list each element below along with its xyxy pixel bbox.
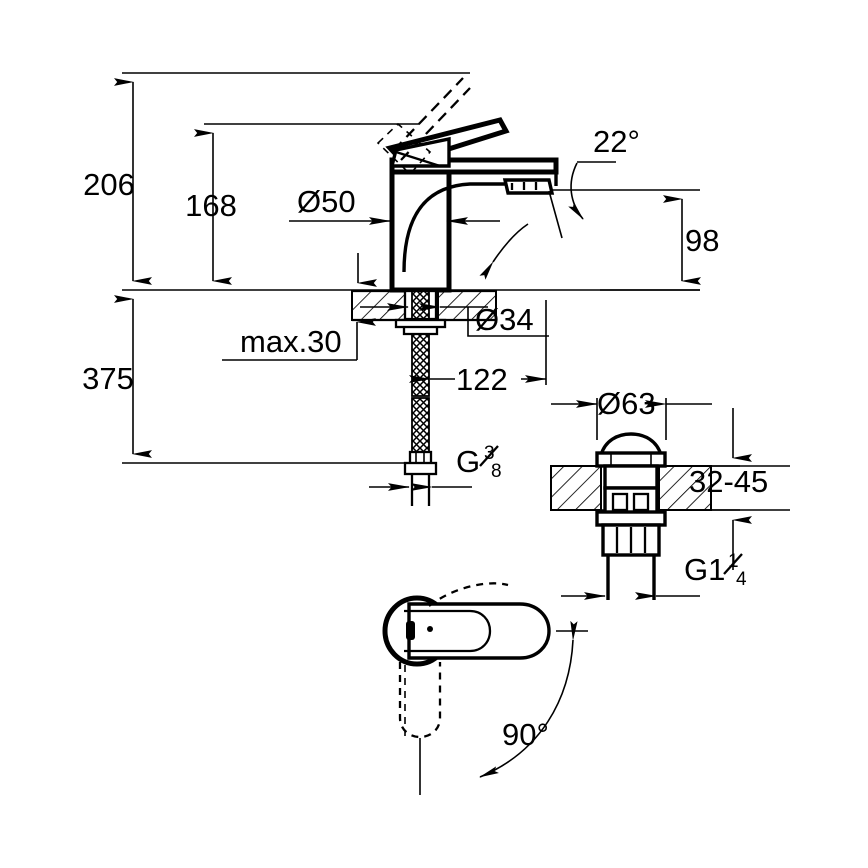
dimension-375-label: 375: [82, 361, 134, 396]
dimension-98-label: 98: [685, 223, 719, 258]
dimension-122: 122: [409, 300, 547, 397]
dimension-375: 375: [82, 295, 152, 458]
dimension-g114-label: G1: [684, 552, 725, 587]
plan-spout-down-ghost: [398, 662, 442, 739]
dimension-d50-label: Ø50: [297, 184, 356, 219]
dimension-d63-label: Ø63: [597, 386, 656, 421]
dimension-g38-denominator: 8: [491, 461, 502, 482]
flexible-supply-hose: [403, 333, 438, 506]
faucet-body: [389, 163, 452, 293]
dimension-206-label: 206: [83, 167, 135, 202]
dimension-g114: G1 1 4: [561, 551, 747, 600]
dimension-32-45: 32-45: [689, 408, 790, 570]
dimension-d34-label: Ø34: [475, 302, 534, 337]
dimension-168: 168: [185, 129, 237, 285]
dimension-max30: max.30: [222, 318, 376, 361]
lever-handle: [376, 77, 510, 176]
dimension-g114-denominator: 4: [736, 569, 747, 590]
dimension-98: 98: [663, 195, 719, 285]
dimension-206: 206: [83, 78, 152, 285]
dimension-g38-label: G: [456, 444, 480, 479]
dimension-168-label: 168: [185, 188, 237, 223]
dimension-g38: G 3 8: [369, 443, 502, 491]
pop-up-drain-view: Ø63: [550, 386, 790, 600]
mounting-hardware: [360, 289, 488, 336]
plan-center-point: [427, 626, 433, 632]
dimension-122-label: 122: [456, 362, 508, 397]
plan-handle-slot: [406, 621, 415, 640]
front-elevation-view: 206 168 375 Ø50: [82, 72, 719, 506]
dimension-d34: Ø34: [467, 302, 549, 337]
drain-assembly: [595, 432, 667, 600]
dimension-max30-label: max.30: [240, 324, 342, 359]
dimension-32-45-label: 32-45: [689, 464, 768, 499]
dimension-g38-numerator: 3: [484, 443, 495, 464]
dimension-90deg: 90°: [479, 620, 578, 778]
dimension-90deg-label: 90°: [502, 717, 549, 752]
top-plan-view: 90°: [382, 582, 588, 795]
dimension-22deg-label: 22°: [593, 124, 640, 159]
dimension-22deg: 22°: [548, 124, 640, 239]
dimension-d63: Ø63: [551, 386, 712, 440]
dimension-d50: Ø50: [289, 184, 391, 287]
dimension-g114-numerator: 1: [728, 551, 739, 572]
